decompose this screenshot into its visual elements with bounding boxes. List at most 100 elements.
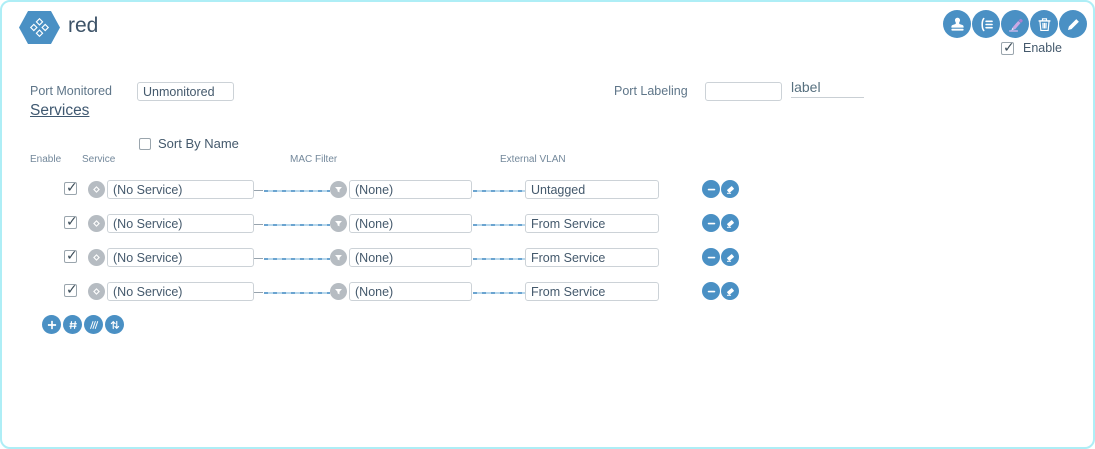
remove-row-button[interactable] — [702, 180, 720, 198]
row-enable-checkbox[interactable] — [64, 281, 78, 298]
add-service-button[interactable] — [42, 315, 61, 334]
reorder-arrows-icon — [108, 318, 122, 332]
enable-label: Enable — [1023, 41, 1062, 55]
pencil-icon — [1064, 15, 1083, 34]
connector-dash — [254, 292, 263, 293]
slashes-button[interactable] — [84, 315, 103, 334]
external-vlan-input[interactable] — [525, 248, 659, 267]
service-row — [2, 179, 1093, 201]
erase-row-button[interactable] — [721, 248, 739, 266]
row-actions — [702, 180, 739, 198]
funnel-icon — [333, 184, 344, 195]
reorder-button[interactable] — [105, 315, 124, 334]
port-labeling-input[interactable] — [705, 82, 782, 101]
hash-icon — [66, 318, 80, 332]
diamond-icon — [91, 252, 102, 263]
minus-icon — [705, 183, 718, 196]
eraser-icon — [724, 251, 737, 264]
service-input[interactable] — [107, 180, 254, 199]
page-title: red — [68, 14, 99, 37]
port-monitored-input[interactable] — [137, 82, 234, 101]
minus-icon — [705, 217, 718, 230]
mac-filter-input[interactable] — [349, 214, 472, 233]
mac-filter-badge — [330, 181, 347, 198]
service-row — [2, 281, 1093, 303]
erase-row-button[interactable] — [721, 282, 739, 300]
funnel-icon — [333, 286, 344, 297]
external-vlan-input[interactable] — [525, 282, 659, 301]
minus-icon — [705, 285, 718, 298]
plus-icon — [45, 318, 59, 332]
row-actions — [702, 214, 739, 232]
connector-line — [473, 190, 525, 192]
diamond-icon — [91, 286, 102, 297]
service-input[interactable] — [107, 214, 254, 233]
external-vlan-input[interactable] — [525, 214, 659, 233]
port-labeling-label: Port Labeling — [614, 84, 688, 98]
external-vlan-input[interactable] — [525, 180, 659, 199]
service-row — [2, 247, 1093, 269]
service-badge — [88, 181, 105, 198]
services-heading[interactable]: Services — [30, 102, 90, 119]
connector-line — [264, 224, 330, 226]
port-label-field[interactable]: label — [791, 79, 864, 98]
connector-line — [264, 292, 330, 294]
highlighter-icon — [1006, 15, 1025, 34]
column-header-external-vlan: External VLAN — [500, 154, 566, 165]
mac-filter-input[interactable] — [349, 282, 472, 301]
minus-icon — [705, 251, 718, 264]
mac-filter-badge — [330, 249, 347, 266]
enable-row: Enable — [1001, 39, 1062, 56]
stamp-icon — [948, 15, 967, 34]
connector-dash — [254, 190, 263, 191]
connector-line — [264, 258, 330, 260]
sort-by-name-checkbox[interactable] — [139, 137, 151, 150]
eraser-icon — [724, 217, 737, 230]
connector-dash — [254, 224, 263, 225]
enable-checkbox[interactable] — [1001, 39, 1015, 56]
highlight-button[interactable] — [1001, 10, 1029, 38]
connector-line — [473, 224, 525, 226]
remove-row-button[interactable] — [702, 282, 720, 300]
service-input[interactable] — [107, 248, 254, 267]
services-footer-actions — [42, 315, 124, 334]
service-input[interactable] — [107, 282, 254, 301]
column-header-service: Service — [82, 154, 116, 165]
mac-filter-input[interactable] — [349, 248, 472, 267]
mac-filter-input[interactable] — [349, 180, 472, 199]
eraser-icon — [724, 183, 737, 196]
service-badge — [88, 249, 105, 266]
diamond-cluster-icon — [29, 17, 50, 38]
erase-row-button[interactable] — [721, 180, 739, 198]
connector-dash — [254, 258, 263, 259]
diamond-icon — [91, 184, 102, 195]
row-actions — [702, 282, 739, 300]
row-enable-checkbox[interactable] — [64, 213, 78, 230]
row-actions — [702, 248, 739, 266]
edit-button[interactable] — [1059, 10, 1087, 38]
port-hexagon-badge — [19, 11, 60, 44]
delete-button[interactable] — [1030, 10, 1058, 38]
mac-filter-badge — [330, 215, 347, 232]
stamp-button[interactable] — [943, 10, 971, 38]
connector-line — [473, 258, 525, 260]
connector-line — [473, 292, 525, 294]
row-enable-checkbox[interactable] — [64, 179, 78, 196]
log-button[interactable] — [972, 10, 1000, 38]
service-row — [2, 213, 1093, 235]
funnel-icon — [333, 218, 344, 229]
erase-row-button[interactable] — [721, 214, 739, 232]
remove-row-button[interactable] — [702, 248, 720, 266]
port-monitored-label: Port Monitored — [30, 84, 112, 98]
row-enable-checkbox[interactable] — [64, 247, 78, 264]
sort-by-name-label: Sort By Name — [158, 136, 239, 151]
column-header-enable: Enable — [30, 154, 62, 165]
column-header-mac-filter: MAC Filter — [290, 154, 338, 165]
service-badge — [88, 283, 105, 300]
remove-row-button[interactable] — [702, 214, 720, 232]
diamond-icon — [91, 218, 102, 229]
trash-icon — [1035, 15, 1054, 34]
header-actions — [943, 10, 1087, 38]
hash-button[interactable] — [63, 315, 82, 334]
